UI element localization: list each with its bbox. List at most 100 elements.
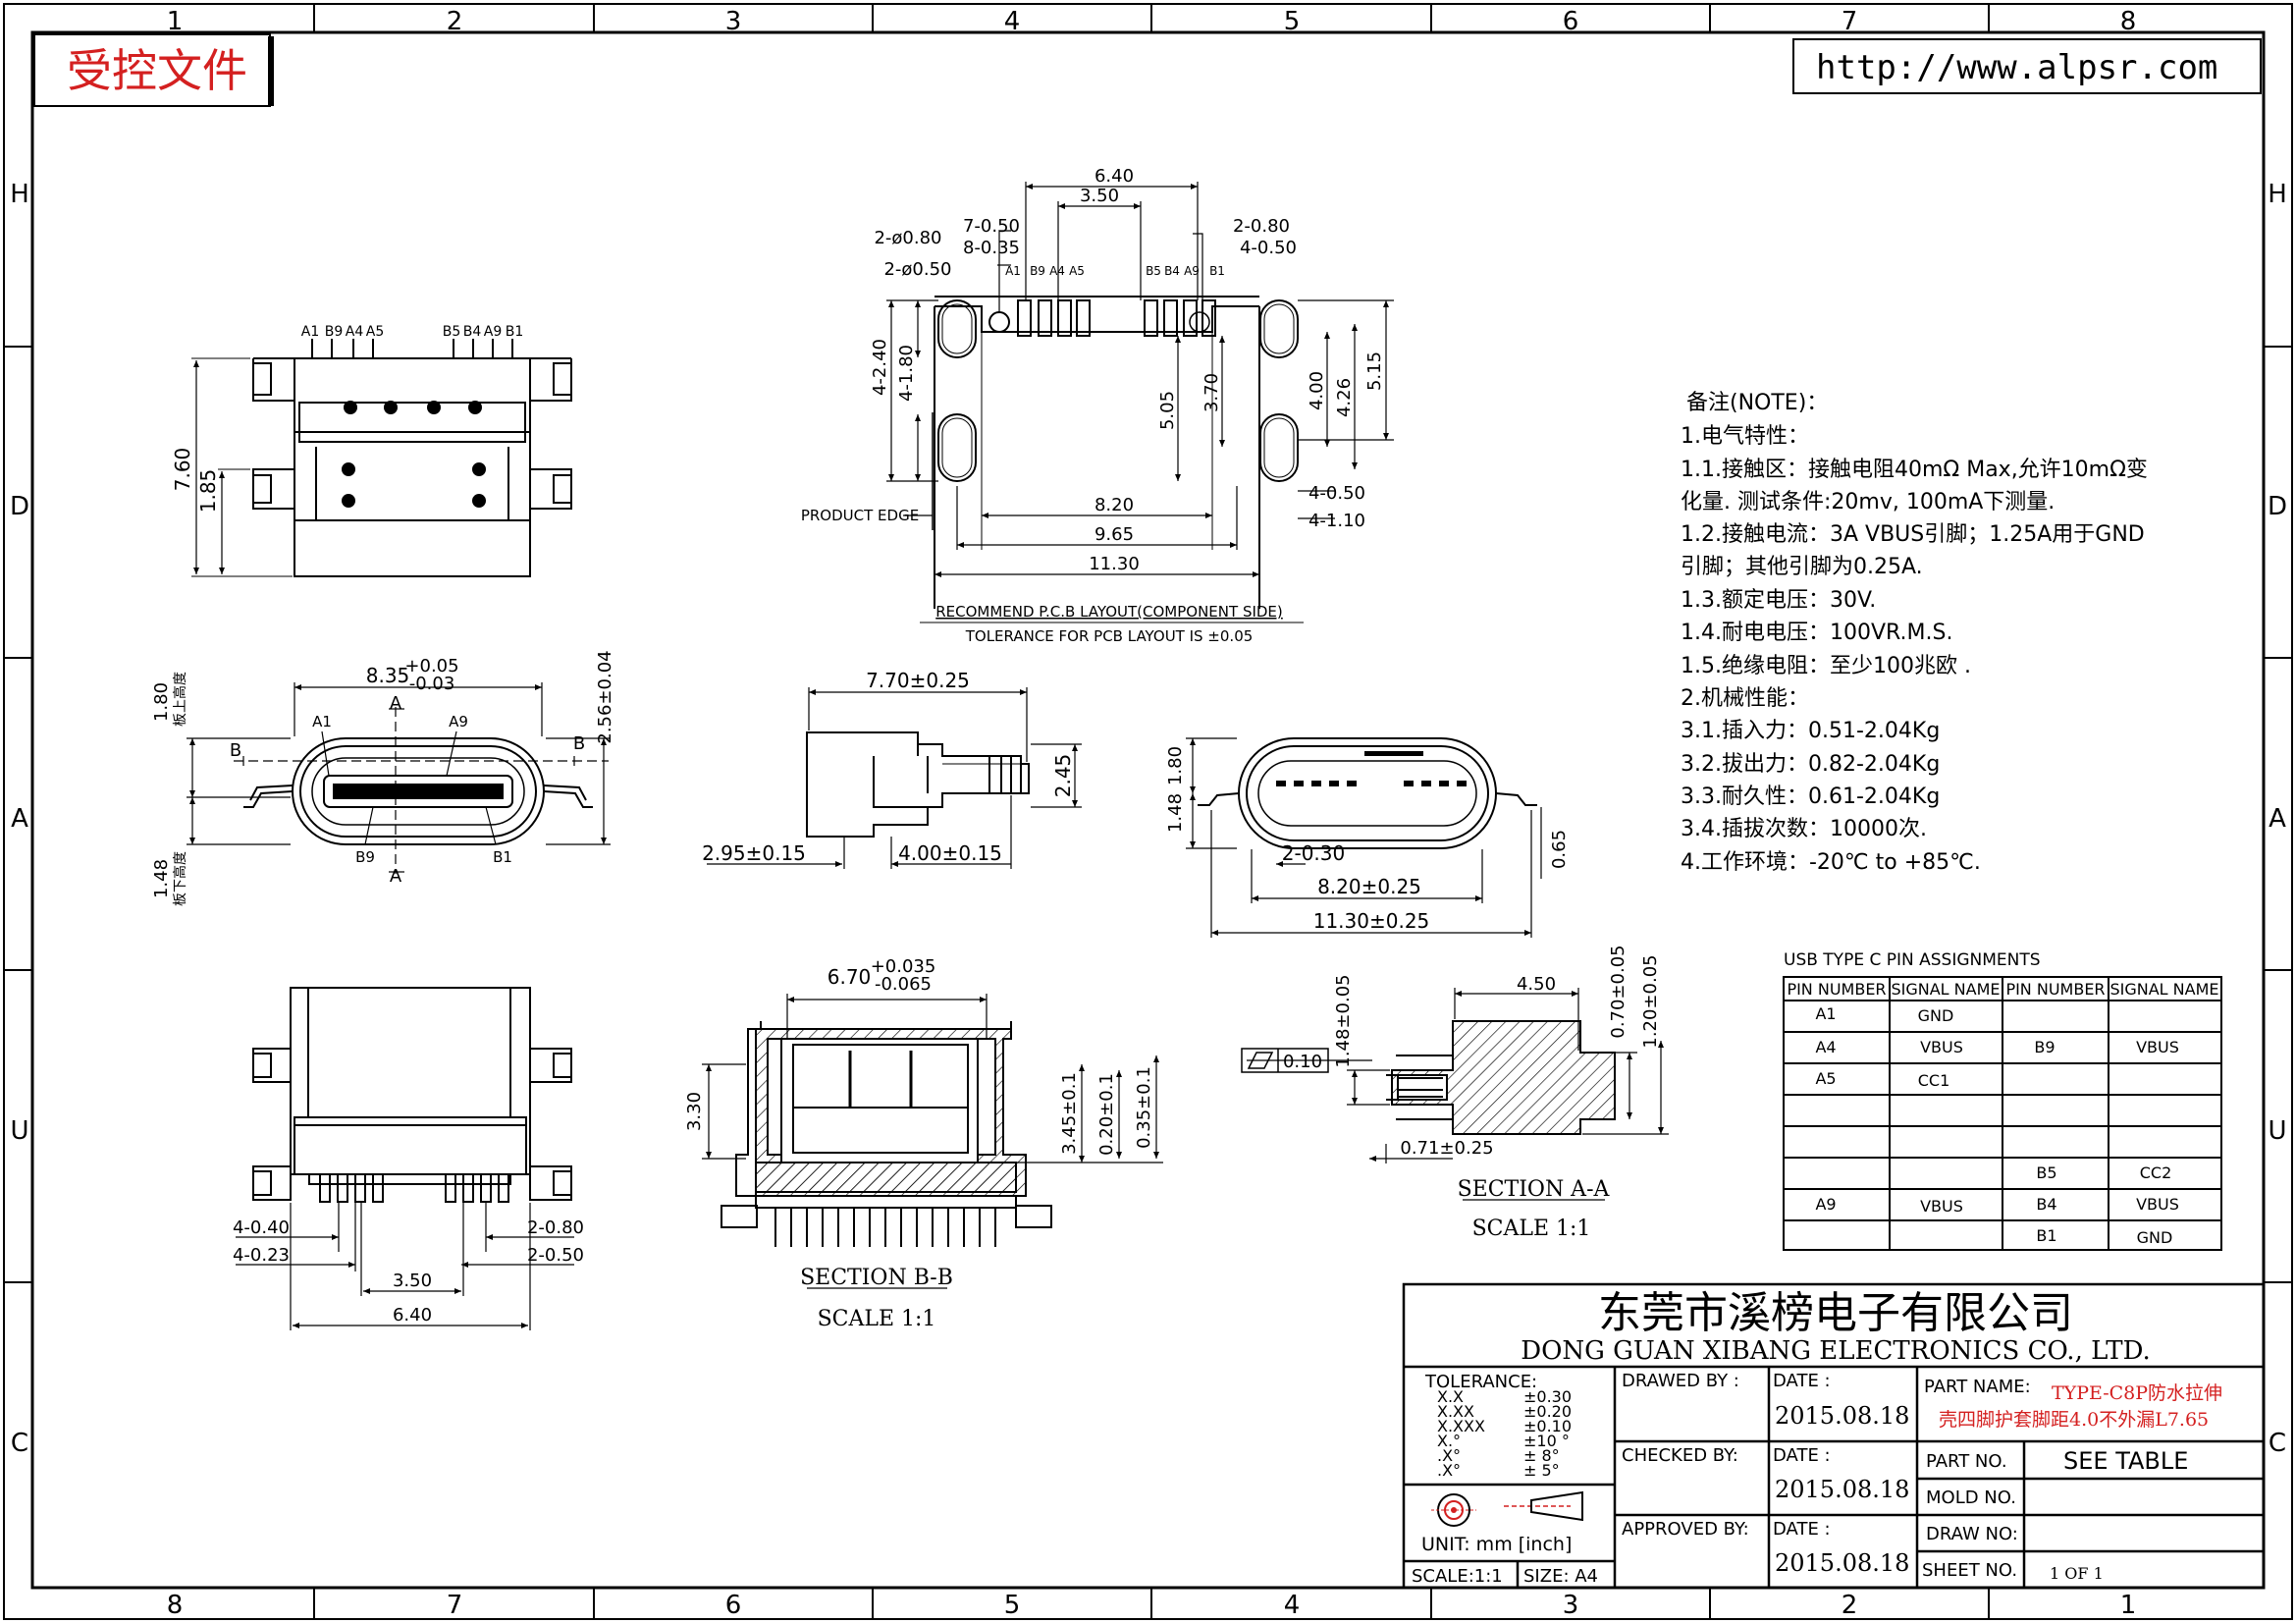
zone-left-a: A bbox=[11, 804, 28, 834]
sb-dim-670-tol-plus: +0.035 bbox=[871, 956, 936, 977]
zone-labels: 1 2 3 4 5 6 7 8 8 7 6 5 4 3 2 1 H D A U … bbox=[10, 7, 2287, 1620]
tol-r5-k: .X° bbox=[1437, 1461, 1461, 1480]
tol-r3-k: X.° bbox=[1437, 1432, 1461, 1450]
notes-line-5: 引脚；其他引脚为0.25A. bbox=[1681, 555, 1923, 579]
pt-r1c3: VBUS bbox=[2136, 1038, 2179, 1056]
checked-by: CHECKED BY: bbox=[1622, 1445, 1738, 1466]
tv-pin-b9: B9 bbox=[325, 324, 344, 340]
fv-section-a-bottom: A bbox=[390, 866, 402, 887]
pt-h2: PIN NUMBER bbox=[2005, 980, 2105, 999]
part-name-label: PART NAME: bbox=[1924, 1377, 2031, 1397]
sb-dim-670: 6.70 bbox=[828, 965, 872, 989]
sb-dim-035: 0.35±0.1 bbox=[1134, 1066, 1154, 1149]
notes-line-2: 1.1.接触区：接触电阻40mΩ Max,允许10mΩ变 bbox=[1681, 458, 2148, 482]
sa-scale: SCALE 1:1 bbox=[1472, 1217, 1591, 1241]
date-3: 2015.08.18 bbox=[1775, 1549, 1909, 1577]
top-view-labels: A1 B9 A4 A5 B5 B4 A9 B1 7.60 1.85 bbox=[171, 324, 523, 513]
pcb-dim-505: 5.05 bbox=[1157, 391, 1178, 430]
fv2-dim-148: 1.48 bbox=[1165, 793, 1186, 833]
zone-bottom-2: 2 bbox=[1842, 1591, 1858, 1620]
zone-top-6: 6 bbox=[1563, 7, 1579, 36]
notes-title: 备注(NOTE)： bbox=[1686, 391, 1828, 415]
pcb-dim-640: 6.40 bbox=[1095, 166, 1134, 187]
notes-line-10: 3.1.插入力：0.51-2.04Kg bbox=[1681, 719, 1940, 743]
pcb-tolerance: TOLERANCE FOR PCB LAYOUT IS ±0.05 bbox=[965, 627, 1254, 645]
tol-r4-v: ± 8° bbox=[1523, 1446, 1560, 1465]
fv-above-board-label: 板上高度 bbox=[172, 672, 188, 727]
sa-dim-450: 4.50 bbox=[1517, 974, 1556, 995]
notes-line-11: 3.2.拔出力：0.82-2.04Kg bbox=[1681, 752, 1940, 777]
zone-bottom-4: 4 bbox=[1284, 1591, 1301, 1620]
tv-pin-b4: B4 bbox=[463, 324, 482, 340]
title-block: 东莞市溪榜电子有限公司 DONG GUAN XIBANG ELECTRONICS… bbox=[1402, 1282, 2266, 1590]
pcb-dim-350: 3.50 bbox=[1080, 186, 1119, 206]
part-name-line-2: 壳四脚护套脚距4.0不外漏L7.65 bbox=[1939, 1409, 2209, 1431]
sv-dim-295: 2.95±0.15 bbox=[702, 841, 806, 865]
scale: SCALE:1:1 bbox=[1412, 1566, 1503, 1587]
zone-bottom-5: 5 bbox=[1004, 1591, 1021, 1620]
pt-r1c1: VBUS bbox=[1920, 1038, 1963, 1056]
top-view bbox=[191, 339, 572, 577]
bv-dim-4-040: 4-0.40 bbox=[233, 1217, 290, 1238]
section-a-view bbox=[1241, 988, 1669, 1201]
sv-dim-400: 4.00±0.15 bbox=[898, 841, 1002, 865]
zone-bottom-1: 1 bbox=[2120, 1591, 2137, 1620]
pt-r7c2: B1 bbox=[2036, 1226, 2056, 1245]
zone-left-u: U bbox=[10, 1116, 28, 1146]
tol-r5-v: ± 5° bbox=[1523, 1461, 1560, 1480]
notes-line-6: 1.3.额定电压：30V. bbox=[1681, 588, 1876, 613]
fv-dim-835: 8.35 bbox=[366, 664, 410, 687]
tolerance-label: TOLERANCE: bbox=[1424, 1372, 1537, 1392]
pt-r6c0: A9 bbox=[1815, 1195, 1836, 1214]
drawed-by: DRAWED BY : bbox=[1622, 1371, 1739, 1391]
pcb-layout-labels: 6.40 3.50 2-ø0.80 7-0.50 8-0.35 2-ø0.50 … bbox=[801, 166, 1385, 645]
zone-right-c: C bbox=[2269, 1429, 2286, 1458]
fv2-dim-180: 1.80 bbox=[1165, 746, 1186, 785]
tv-pin-a1: A1 bbox=[301, 324, 319, 340]
tv-pin-a9: A9 bbox=[484, 324, 502, 340]
pcb-dim-400: 4.00 bbox=[1307, 371, 1327, 410]
pt-r5c2: B5 bbox=[2036, 1163, 2056, 1182]
sv-dim-245: 2.45 bbox=[1051, 754, 1075, 798]
pt-h0: PIN NUMBER bbox=[1787, 980, 1886, 999]
pt-h1: SIGNAL NAME bbox=[1891, 980, 2000, 999]
tv-pin-a5: A5 bbox=[366, 324, 384, 340]
tol-r4-k: .X° bbox=[1437, 1446, 1461, 1465]
zone-left-c: C bbox=[11, 1429, 28, 1458]
fv-pin-b1: B1 bbox=[493, 848, 512, 866]
pcb-dim-4-110: 4-1.10 bbox=[1308, 511, 1365, 531]
notes-line-13: 3.4.插拔次数：10000次. bbox=[1681, 817, 1927, 841]
pt-r6c2: B4 bbox=[2036, 1195, 2056, 1214]
sa-title: SECTION A-A bbox=[1458, 1177, 1611, 1202]
sheet-no-label: SHEET NO. bbox=[1922, 1560, 2017, 1581]
sb-dim-020: 0.20±0.1 bbox=[1096, 1073, 1117, 1156]
pcb-product-edge: PRODUCT EDGE bbox=[801, 507, 919, 524]
part-no-label: PART NO. bbox=[1926, 1451, 2007, 1472]
company-en: DONG GUAN XIBANG ELECTRONICS CO., LTD. bbox=[1521, 1336, 2151, 1366]
pcb-pin-a9: A9 bbox=[1184, 264, 1200, 278]
pcb-dim-4-180: 4-1.80 bbox=[896, 345, 917, 402]
pin-table-title: USB TYPE C PIN ASSIGNMENTS bbox=[1784, 950, 2041, 970]
pcb-dim-370: 3.70 bbox=[1201, 373, 1222, 412]
pcb-pin-a5: A5 bbox=[1069, 264, 1085, 278]
zone-bottom-3: 3 bbox=[1563, 1591, 1579, 1620]
date-2: 2015.08.18 bbox=[1775, 1476, 1909, 1503]
fv-pin-a1: A1 bbox=[312, 713, 332, 730]
svg-text:受控文件: 受控文件 bbox=[67, 44, 247, 97]
bottom-view bbox=[236, 987, 574, 1330]
zone-right-h: H bbox=[2268, 180, 2287, 209]
tol-r0-v: ±0.30 bbox=[1523, 1387, 1572, 1406]
fv-section-b-left: B bbox=[230, 740, 241, 761]
zone-right-d: D bbox=[2268, 492, 2287, 521]
fv-pin-b9: B9 bbox=[355, 848, 375, 866]
tv-dim-760: 7.60 bbox=[171, 448, 194, 492]
sb-dim-670-tol-minus: -0.065 bbox=[875, 974, 932, 995]
pcb-dim-1130: 11.30 bbox=[1089, 554, 1140, 574]
zone-top-4: 4 bbox=[1004, 7, 1021, 36]
sb-title: SECTION B-B bbox=[800, 1266, 953, 1290]
tol-r1-k: X.XX bbox=[1437, 1402, 1474, 1421]
sb-scale: SCALE 1:1 bbox=[818, 1307, 936, 1331]
unit: UNIT: mm [inch] bbox=[1421, 1534, 1572, 1555]
pcb-dim-515: 5.15 bbox=[1364, 352, 1385, 391]
front-view bbox=[187, 682, 611, 874]
